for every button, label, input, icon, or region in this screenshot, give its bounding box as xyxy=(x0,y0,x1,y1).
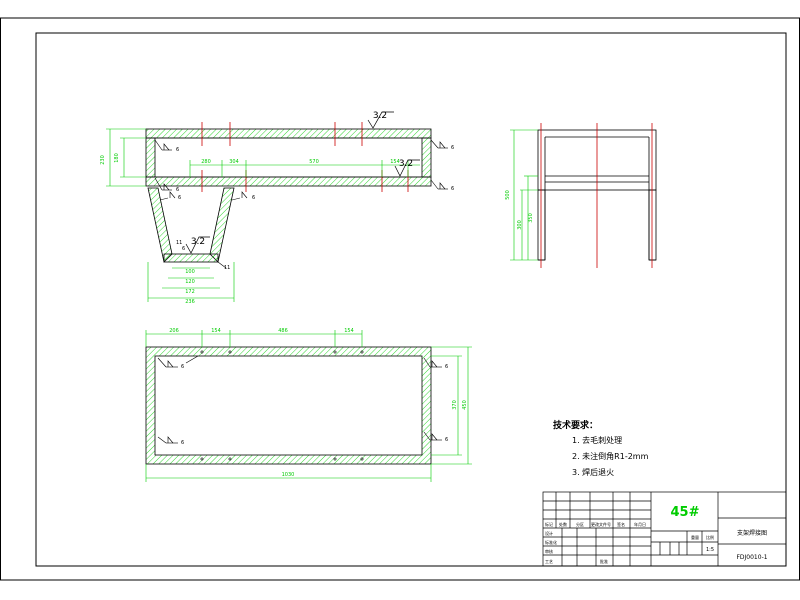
dim-top-span-1: 280 xyxy=(201,159,211,165)
roughness-symbol-2: 3.2 xyxy=(394,159,420,177)
svg-text:11: 11 xyxy=(224,265,230,271)
front-left-post xyxy=(145,137,156,178)
dim-section-overall: 236 xyxy=(185,299,195,305)
dim-plan-span-2: 154 xyxy=(211,328,221,334)
part-name: 支架焊接图 xyxy=(737,529,767,537)
tech-req-item-2: 2. 未注倒角R1-2mm xyxy=(572,451,649,461)
dim-side-3: 300 xyxy=(517,220,523,230)
header-label-3: 分区 xyxy=(576,521,584,527)
svg-text:3.2: 3.2 xyxy=(191,237,205,247)
header-label-6: 年月日 xyxy=(634,521,646,527)
section-left-wall xyxy=(147,187,173,263)
dim-section-outer: 172 xyxy=(185,289,195,295)
svg-text:6: 6 xyxy=(181,440,184,446)
dim-plan-span-1: 206 xyxy=(169,328,179,334)
dim-side-total: 500 xyxy=(505,190,511,200)
svg-text:6: 6 xyxy=(181,364,184,370)
weld-symbol-front-1 xyxy=(154,139,172,151)
svg-text:6: 6 xyxy=(176,147,179,153)
weld-symbol-front-4 xyxy=(430,179,448,190)
section-right-wall xyxy=(209,187,235,263)
weld-symbol-front-2 xyxy=(154,177,172,191)
approve-label: 批准 xyxy=(600,558,608,564)
material-label: 45# xyxy=(671,505,700,520)
svg-text:6: 6 xyxy=(182,246,185,252)
header-label-5: 签名 xyxy=(617,521,625,527)
svg-text:6: 6 xyxy=(178,195,181,201)
plan-inner xyxy=(154,355,423,456)
inner-frame xyxy=(35,32,787,567)
side-centerlines xyxy=(540,123,653,268)
svg-text:6: 6 xyxy=(176,187,179,193)
dim-side-2: 350 xyxy=(528,213,534,223)
left-label-review: 审核 xyxy=(545,548,553,554)
weight-label: 重量 xyxy=(691,534,699,540)
drawing-number: FDJ0010-1 xyxy=(736,554,767,561)
outer-frame xyxy=(0,17,800,581)
dim-top-span-3: 570 xyxy=(309,159,319,165)
tech-req-item-1: 1. 去毛刺处理 xyxy=(572,435,622,445)
header-label-1: 标记 xyxy=(545,521,553,527)
header-label-4: 更改文件号 xyxy=(591,521,611,527)
svg-text:6: 6 xyxy=(451,186,454,192)
left-label-design: 设计 xyxy=(545,530,553,536)
front-view: 230 180 280 304 570 154 3.2 3.2 6 6 6 xyxy=(100,111,454,193)
technical-requirements: 技术要求： 1. 去毛刺处理 2. 未注倒角R1-2mm 3. 焊后退火 xyxy=(553,419,649,477)
dim-top-span-4: 154 xyxy=(390,159,400,165)
front-bottom-rail xyxy=(145,176,432,187)
left-label-process: 工艺 xyxy=(545,559,553,564)
section-bottom-plate xyxy=(163,253,219,263)
dim-section-mid: 120 xyxy=(185,279,195,285)
tech-req-title: 技术要求： xyxy=(553,419,598,431)
left-label-standard: 标准化 xyxy=(545,539,557,545)
title-block xyxy=(542,491,787,567)
dim-plan-height-outer: 450 xyxy=(462,400,468,410)
dim-plan-height-inner: 370 xyxy=(452,400,458,410)
front-centerlines xyxy=(201,122,409,192)
dim-plan-total: 1030 xyxy=(282,472,295,478)
roughness-symbol-3: 3.2 xyxy=(185,236,210,254)
svg-text:6: 6 xyxy=(451,145,454,151)
dim-plan-span-3: 486 xyxy=(278,328,288,334)
svg-text:6: 6 xyxy=(252,195,255,201)
dim-top-left-inner: 180 xyxy=(114,153,120,163)
section-view: 100 120 172 236 3.2 6 6 11 11 6 xyxy=(147,187,255,305)
plan-view: 206 154 486 154 1030 370 450 6 6 6 6 xyxy=(145,328,472,482)
roughness-symbol-1: 3.2 xyxy=(367,111,394,129)
tech-req-item-3: 3. 焊后退火 xyxy=(572,467,614,477)
scale-value: 1:5 xyxy=(706,547,714,553)
svg-text:6: 6 xyxy=(445,364,448,370)
dim-top-span-2: 304 xyxy=(229,159,239,165)
svg-text:11: 11 xyxy=(176,240,182,246)
header-label-2: 处数 xyxy=(559,521,567,527)
dim-section-inner: 100 xyxy=(185,269,195,275)
front-top-rail xyxy=(145,128,432,139)
scale-label: 比例 xyxy=(706,534,714,540)
weld-symbol-front-3 xyxy=(430,139,448,149)
dim-plan-span-4: 154 xyxy=(344,328,354,334)
svg-text:3.2: 3.2 xyxy=(373,111,387,121)
dim-top-left-outer: 230 xyxy=(100,155,106,165)
svg-text:6: 6 xyxy=(445,437,448,443)
svg-text:3.2: 3.2 xyxy=(399,159,413,169)
front-right-post xyxy=(421,137,432,178)
